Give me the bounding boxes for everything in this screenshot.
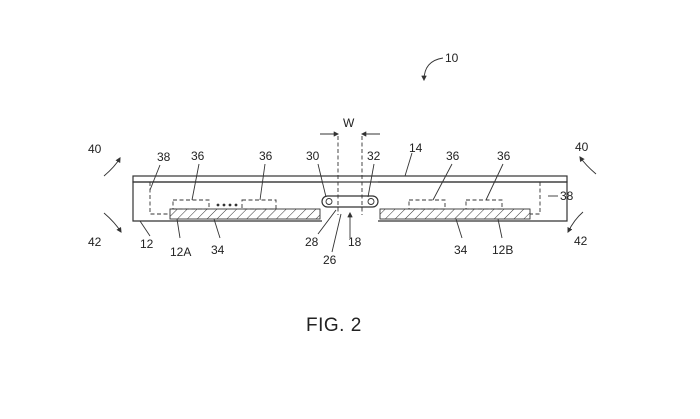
label-hinge: 18: [348, 235, 362, 249]
label-width: W: [343, 116, 355, 130]
label-hinge-axis: 26: [323, 253, 337, 267]
leader-pin-left: [317, 209, 337, 235]
label-component-2: 36: [259, 149, 273, 163]
component-right-1: [408, 199, 446, 210]
sidewall-right: [530, 182, 541, 215]
cover-layer: [132, 175, 568, 183]
label-display-left: 34: [211, 243, 225, 257]
label-display-right: 34: [454, 243, 468, 257]
label-bend-up-left: 40: [88, 142, 102, 156]
leader-display-right: [455, 218, 463, 239]
label-pin-left: 28: [305, 235, 319, 249]
leader-sidewall-left: [149, 164, 161, 191]
label-hinge-right: 32: [367, 149, 381, 163]
leader-hinge-left: [317, 163, 327, 198]
component-right-2: [465, 199, 503, 210]
label-hinge-left: 30: [306, 149, 320, 163]
bend-arrow-up-right: [579, 156, 597, 175]
label-bend-down-left: 42: [88, 235, 102, 249]
component-left-2: [241, 199, 277, 210]
leader-cover: [404, 152, 413, 177]
leader-component-3: [432, 163, 453, 201]
label-sidewall-right: 38: [560, 189, 574, 203]
label-housing-a: 12A: [170, 245, 191, 259]
sidewall-left: [149, 182, 170, 215]
bend-arrow-up-left: [103, 157, 121, 177]
device-arrow: [421, 57, 444, 82]
label-housing: 12: [140, 237, 154, 251]
display-layer-right: [379, 208, 531, 220]
label-component-4: 36: [497, 149, 511, 163]
label-housing-b: 12B: [492, 243, 513, 257]
label-component-3: 36: [446, 149, 460, 163]
leader-housing: [139, 220, 151, 237]
hinge: [321, 136, 379, 215]
label-bend-up-right: 40: [575, 140, 589, 154]
leader-hinge-axis: [331, 213, 342, 253]
label-component-1: 36: [191, 149, 205, 163]
label-sidewall-left: 38: [157, 150, 171, 164]
label-bend-down-right: 42: [574, 234, 588, 248]
leader-hinge-right: [367, 163, 375, 198]
component-left-1: [172, 199, 210, 210]
housing-left: [132, 181, 322, 222]
leader-housing-b: [497, 218, 503, 239]
figure-caption: FIG. 2: [306, 315, 362, 336]
leader-component-4: [485, 163, 504, 201]
label-device: 10: [445, 51, 459, 65]
housing-right: [378, 181, 568, 222]
label-cover: 14: [409, 141, 423, 155]
bend-arrow-down-right: [567, 211, 584, 233]
leader-component-1: [191, 163, 200, 201]
ellipsis-dots: [216, 203, 238, 207]
leader-display-left: [213, 218, 221, 239]
leader-housing-a: [176, 218, 181, 239]
display-layer-left: [169, 208, 321, 220]
bend-arrow-down-left: [103, 212, 122, 233]
leader-component-2: [259, 163, 266, 201]
